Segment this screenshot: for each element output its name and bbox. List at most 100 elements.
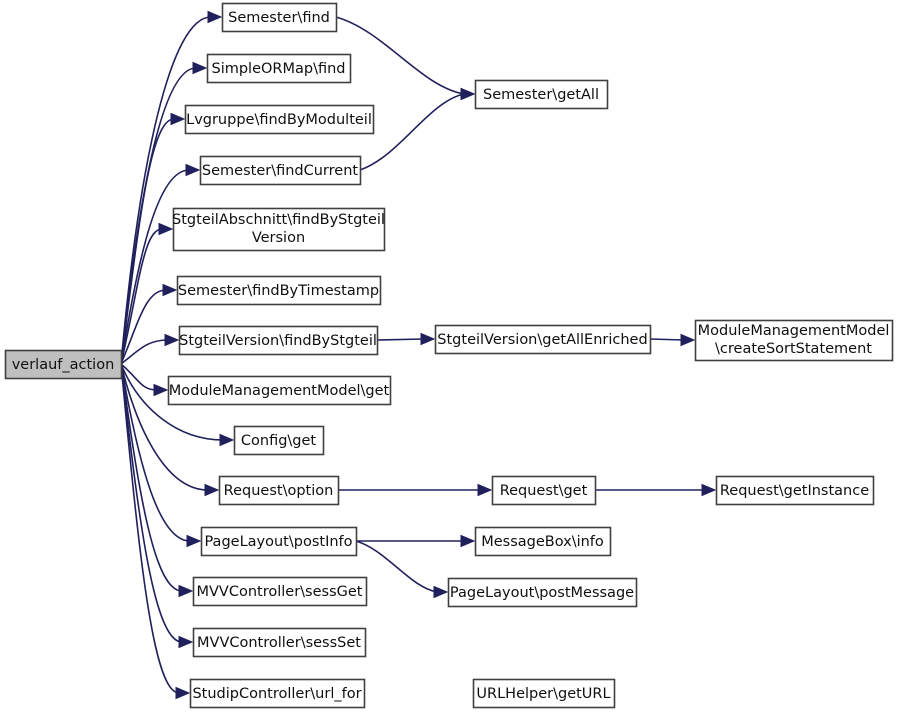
node-box[interactable] (472, 678, 616, 709)
edge-request_get-to-request_getinstance (595, 483, 717, 497)
node-box[interactable] (206, 53, 352, 84)
arrowhead-icon (158, 222, 174, 236)
arrowhead-icon (680, 333, 696, 347)
edge-verlauf_action-to-mvvcontroller_sessset (120, 363, 194, 649)
arrowhead-icon (178, 635, 194, 649)
edge-stgteilversion_getallenriched-to-modulemanagementmodel_createsortstatement (649, 333, 696, 347)
node-urlhelper_geturl[interactable]: URLHelper\getURL (472, 678, 616, 709)
edge-verlauf_action-to-semester_findbytimestamp (120, 283, 178, 365)
node-box[interactable] (474, 526, 612, 557)
arrowhead-icon (164, 333, 180, 347)
node-label: SimpleORMap\find (211, 61, 345, 77)
node-box[interactable] (447, 577, 638, 608)
node-box[interactable] (176, 275, 382, 306)
node-modulemanagementmodel_get[interactable]: ModuleManagementModel\get (167, 375, 392, 406)
node-verlauf_action[interactable]: verlauf_action (4, 349, 123, 380)
node-box[interactable] (218, 475, 340, 506)
node-label: Semester\findByTimestamp (178, 283, 379, 299)
arrowhead-icon (178, 584, 194, 598)
edge-semester_findcurrent-to-semester_getall (359, 87, 476, 171)
node-label-line1: StgteilAbschnitt\findByStgteil (172, 212, 385, 228)
arrowhead-icon (185, 163, 201, 177)
node-box[interactable] (200, 526, 358, 557)
arrowhead-icon (433, 585, 449, 599)
node-box[interactable] (715, 475, 875, 506)
node-pagelayout_postmessage[interactable]: PageLayout\postMessage (447, 577, 638, 608)
node-label: Request\getInstance (720, 483, 869, 499)
node-box[interactable] (184, 104, 375, 135)
arrowhead-icon (175, 686, 191, 700)
node-box[interactable] (199, 155, 362, 186)
node-semester_find[interactable]: Semester\find (221, 2, 338, 33)
node-box[interactable] (434, 324, 652, 355)
node-request_option[interactable]: Request\option (218, 475, 340, 506)
node-box[interactable] (694, 319, 894, 362)
arrowhead-icon (701, 483, 717, 497)
node-box[interactable] (474, 79, 609, 110)
node-simpleormap_find[interactable]: SimpleORMap\find (206, 53, 352, 84)
node-box[interactable] (172, 207, 386, 252)
node-label: Config\get (241, 433, 317, 449)
edge-verlauf_action-to-stgteilversion_findbystgteil (120, 333, 180, 365)
node-modulemanagementmodel_createsortstatement[interactable]: ModuleManagementModel \createSortStatemen… (694, 319, 894, 362)
node-box[interactable] (178, 325, 379, 356)
node-label-line1: ModuleManagementModel (698, 323, 890, 339)
arrowhead-icon (207, 10, 223, 24)
node-label: URLHelper\getURL (476, 686, 610, 702)
node-studipcontroller_url_for[interactable]: StudipController\url_for (189, 678, 366, 709)
node-stgteilversion_getallenriched[interactable]: StgteilVersion\getAllEnriched (434, 324, 652, 355)
node-box[interactable] (491, 475, 597, 506)
node-pagelayout_postinfo[interactable]: PageLayout\postInfo (200, 526, 358, 557)
node-label-line2: \createSortStatement (715, 341, 872, 357)
node-stgteilversion_findbystgteil[interactable]: StgteilVersion\findByStgteil (178, 325, 379, 356)
node-semester_findbytimestamp[interactable]: Semester\findByTimestamp (176, 275, 382, 306)
arrowhead-icon (477, 483, 493, 497)
arrowhead-icon (460, 534, 476, 548)
node-box[interactable] (189, 678, 366, 709)
node-label: MessageBox\info (481, 534, 604, 550)
edge-verlauf_action-to-config_get (120, 363, 235, 447)
arrowhead-icon (460, 87, 476, 101)
arrowhead-icon (153, 383, 169, 397)
arrowhead-icon (170, 112, 186, 126)
node-lvgruppe_findbymodulteil[interactable]: Lvgruppe\findByModulteil (184, 104, 375, 135)
node-label: Semester\findCurrent (202, 163, 358, 179)
node-mvvcontroller_sessget[interactable]: MVVController\sessGet (192, 576, 368, 607)
edge-verlauf_action-to-mvvcontroller_sessget (120, 363, 194, 598)
node-request_get[interactable]: Request\get (491, 475, 597, 506)
node-semester_getall[interactable]: Semester\getAll (474, 79, 609, 110)
arrowhead-icon (219, 433, 235, 447)
node-box[interactable] (167, 375, 392, 406)
node-label: Semester\find (228, 10, 330, 26)
node-box[interactable] (221, 2, 338, 33)
node-request_getinstance[interactable]: Request\getInstance (715, 475, 875, 506)
node-box[interactable] (192, 576, 368, 607)
node-label: StgteilVersion\getAllEnriched (437, 332, 647, 348)
edge-verlauf_action-to-studipcontroller_url_for (120, 363, 191, 700)
node-label: Request\get (500, 483, 588, 499)
arrowhead-icon (162, 283, 178, 297)
node-label-line2: Version (252, 230, 305, 246)
edge-verlauf_action-to-semester_findcurrent (120, 163, 201, 365)
edge-pagelayout_postinfo-to-pagelayout_postmessage (355, 540, 449, 599)
arrowhead-icon (204, 483, 220, 497)
node-label: PageLayout\postMessage (450, 585, 634, 601)
node-label: verlauf_action (12, 357, 115, 373)
node-label: MVVController\sessGet (197, 584, 363, 600)
node-box[interactable] (4, 349, 123, 380)
node-box[interactable] (233, 425, 325, 456)
edge-layer (120, 10, 717, 700)
node-mvvcontroller_sessset[interactable]: MVVController\sessSet (192, 627, 367, 658)
node-label: ModuleManagementModel\get (169, 383, 390, 399)
edge-verlauf_action-to-pagelayout_postinfo (120, 363, 202, 548)
node-config_get[interactable]: Config\get (233, 425, 325, 456)
node-semester_findcurrent[interactable]: Semester\findCurrent (199, 155, 362, 186)
arrowhead-icon (192, 61, 208, 75)
node-label: MVVController\sessSet (197, 635, 361, 651)
edge-semester_find-to-semester_getall (335, 16, 476, 101)
node-label: StudipController\url_for (192, 686, 361, 702)
node-messagebox_info[interactable]: MessageBox\info (474, 526, 612, 557)
node-box[interactable] (192, 627, 367, 658)
